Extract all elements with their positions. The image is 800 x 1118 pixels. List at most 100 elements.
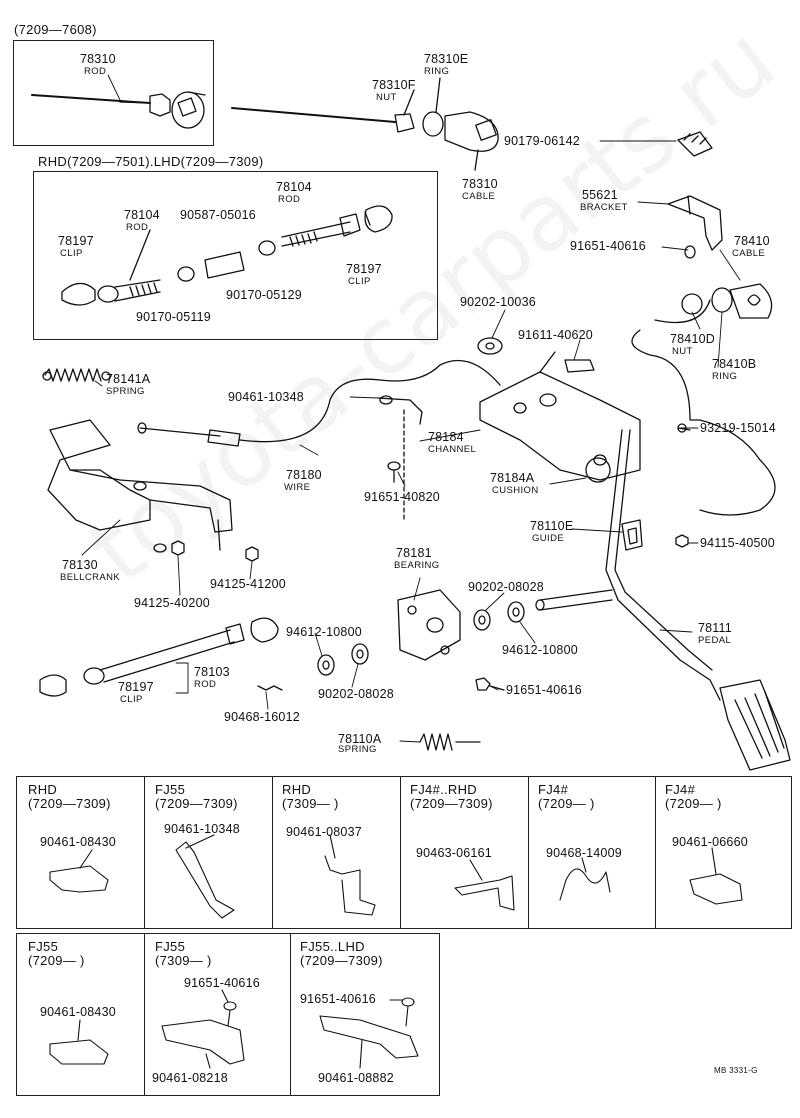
variant9-h1: FJ55..LHD — [300, 939, 365, 954]
part-78130-desc: BELLCRANK — [60, 572, 121, 583]
washers-drawing — [317, 601, 525, 676]
part-78110A-desc: SPRING — [338, 744, 377, 755]
part-90202-08028-b: 90202-08028 — [318, 687, 394, 701]
variant7-h1: FJ55 — [28, 939, 59, 954]
variant-grid-row1 — [16, 776, 792, 929]
variant2-h2: (7209—7309) — [155, 796, 238, 811]
spring-78110A-drawing — [419, 733, 481, 751]
part-55621-desc: BRACKET — [580, 202, 628, 213]
part-78410B: 78410B — [712, 357, 757, 371]
variant-sketches-row1 — [49, 834, 743, 919]
part-78181-desc: BEARING — [394, 560, 440, 571]
part-78184-desc: CHANNEL — [428, 444, 477, 455]
variant5-h2: (7209— ) — [538, 796, 595, 811]
part-78180: 78180 — [286, 468, 322, 482]
bearing-78181-drawing — [397, 589, 461, 661]
variant6-h1: FJ4# — [665, 782, 696, 797]
variant6-part: 90461-06660 — [672, 835, 748, 849]
bracket-55621-drawing — [667, 195, 723, 259]
part-91651-40616-lower: 91651-40616 — [506, 683, 582, 697]
part-78110E: 78110E — [530, 519, 574, 533]
rod-78310-drawing — [31, 91, 206, 129]
part-78197: 78197 — [118, 680, 154, 694]
variant8-h1: FJ55 — [155, 939, 186, 954]
part-93219-15014: 93219-15014 — [700, 421, 776, 435]
divider — [400, 776, 401, 929]
part-78110E-desc: GUIDE — [532, 533, 565, 544]
part-78104-right: 78104 — [276, 180, 312, 194]
part-90170-05119: 90170-05119 — [136, 310, 211, 324]
pedal-78111-drawing — [535, 429, 791, 771]
part-78141A-desc: SPRING — [106, 386, 145, 397]
bolt-91651-lower-drawing — [475, 677, 505, 691]
part-94125-41200: 94125-41200 — [210, 577, 286, 591]
variant5-part: 90468-14009 — [546, 846, 622, 860]
part-78111-desc: PEDAL — [698, 635, 732, 646]
part-78197-right-desc: CLIP — [348, 276, 371, 287]
part-78141A: 78141A — [106, 372, 151, 386]
variant3-part: 90461-08037 — [286, 825, 362, 839]
part-78103: 78103 — [194, 665, 230, 679]
divider — [144, 933, 145, 1096]
part-78197-right: 78197 — [346, 262, 382, 276]
part-94115-40500: 94115-40500 — [700, 536, 775, 550]
bellcrank-78130-drawing — [47, 419, 233, 553]
variant8-part: 91651-40616 — [184, 976, 260, 990]
variant7-part: 90461-08430 — [40, 1005, 116, 1019]
part-78111: 78111 — [698, 621, 732, 635]
divider — [528, 776, 529, 929]
part-90170-05129: 90170-05129 — [226, 288, 302, 302]
divider — [144, 776, 145, 929]
part-78110A: 78110A — [338, 732, 382, 746]
part-78104-left-desc: ROD — [126, 222, 149, 233]
divider — [290, 933, 291, 1096]
guide-78110E-drawing — [621, 519, 643, 551]
variant8-part2: 90461-08218 — [152, 1071, 228, 1085]
part-78310-cable-desc: CABLE — [462, 191, 496, 202]
variant3-h2: (7309— ) — [282, 796, 339, 811]
rod-78104-drawing — [61, 205, 393, 306]
part-78410-desc: CABLE — [732, 248, 766, 259]
variant2-part: 90461-10348 — [164, 822, 240, 836]
variant6-h2: (7209— ) — [665, 796, 722, 811]
variant4-h2: (7209—7309) — [410, 796, 493, 811]
variant4-h1: FJ4#..RHD — [410, 782, 477, 797]
nuts-94125-drawing — [171, 540, 259, 562]
part-94612-10800-a: 94612-10800 — [286, 625, 362, 639]
part-78310-cable: 78310 — [462, 177, 498, 191]
part-78310E-desc: RING — [424, 66, 450, 77]
part-78310-rod: 78310 — [80, 52, 116, 66]
part-78184A: 78184A — [490, 471, 535, 485]
part-90202-10036: 90202-10036 — [460, 295, 536, 309]
part-78410D-desc: NUT — [672, 346, 693, 357]
clip-90179-drawing — [677, 131, 713, 157]
clamp-90461-drawing — [377, 395, 423, 425]
variant9-part2: 90461-08882 — [318, 1071, 394, 1085]
part-90587-05016: 90587-05016 — [180, 208, 256, 222]
divider — [655, 776, 656, 929]
rod-frame — [33, 171, 438, 340]
wire-78180-drawing — [137, 359, 501, 447]
part-78184: 78184 — [428, 430, 464, 444]
variant7-h2: (7209— ) — [28, 953, 85, 968]
variant3-h1: RHD — [282, 782, 312, 797]
part-55621: 55621 — [582, 188, 618, 202]
variant5-h1: FJ4# — [538, 782, 569, 797]
part-78310E: 78310E — [424, 52, 469, 66]
variant9-h2: (7209—7309) — [300, 953, 383, 968]
pin-90468-drawing — [257, 685, 283, 691]
part-78197-desc: CLIP — [120, 694, 143, 705]
variant1-h1: RHD — [28, 782, 58, 797]
variant-grid-row2 — [16, 933, 440, 1096]
rod-78103-drawing — [39, 617, 279, 697]
part-91651-40820: 91651-40820 — [364, 490, 440, 504]
top-box-range: (7209—7608) — [14, 22, 97, 37]
channel-78184-drawing — [477, 337, 641, 481]
bolt-91651-drawing — [387, 461, 401, 483]
part-78180-desc: WIRE — [284, 482, 311, 493]
part-78197-left: 78197 — [58, 234, 94, 248]
cable-78310-drawing — [231, 77, 499, 171]
part-78103-desc: ROD — [194, 679, 217, 690]
part-78104-right-desc: ROD — [278, 194, 301, 205]
